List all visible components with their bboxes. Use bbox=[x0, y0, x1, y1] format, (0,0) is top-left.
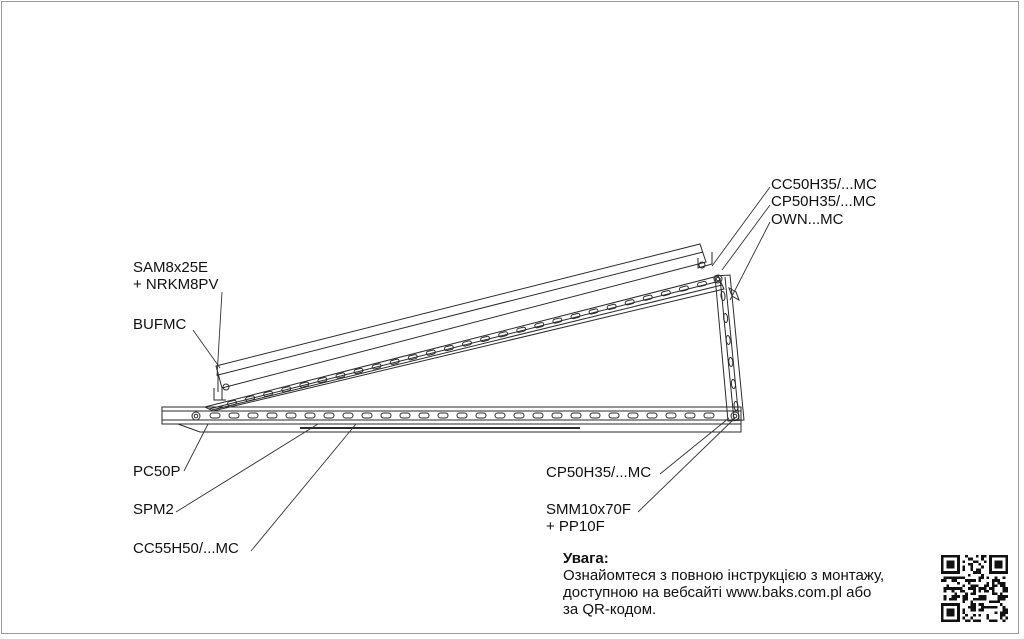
note-line-3: за QR-кодом. bbox=[563, 601, 657, 618]
note-line-2: доступною на вебсайті www.baks.com.pl аб… bbox=[563, 584, 872, 601]
label-cc50h35: CC50H35/...MC bbox=[771, 176, 877, 193]
label-sam8x25e: SAM8x25E bbox=[133, 259, 209, 276]
label-own: OWN...MC bbox=[771, 211, 844, 228]
vertical-strut bbox=[714, 274, 745, 422]
base-channel bbox=[161, 406, 742, 433]
label-nrkm8pv: + NRKM8PV bbox=[133, 276, 219, 293]
note-title: Увага: bbox=[563, 550, 609, 567]
cable-tray bbox=[213, 243, 713, 401]
bolts bbox=[191, 261, 740, 421]
label-pc50p: PC50P bbox=[133, 463, 181, 480]
label-spm2: SPM2 bbox=[133, 501, 174, 518]
label-cc55h50: CC55H50/...MC bbox=[133, 540, 239, 557]
label-pp10f: + PP10F bbox=[546, 518, 605, 535]
inclined-channel bbox=[203, 275, 725, 412]
label-bufmc: BUFMC bbox=[133, 316, 187, 333]
leader-lines bbox=[175, 186, 771, 552]
note-line-1: Ознайомтеся з повною інструкцією з монта… bbox=[563, 567, 885, 584]
installation-note: Увага: Ознайомтеся з повною інструкцією … bbox=[563, 550, 884, 618]
qr-code-icon[interactable] bbox=[941, 555, 1008, 622]
label-cp50h35-bottom: CP50H35/...MC bbox=[546, 464, 652, 481]
label-smm10x70f: SMM10x70F bbox=[546, 501, 632, 518]
label-cp50h35-top: CP50H35/...MC bbox=[771, 193, 877, 210]
